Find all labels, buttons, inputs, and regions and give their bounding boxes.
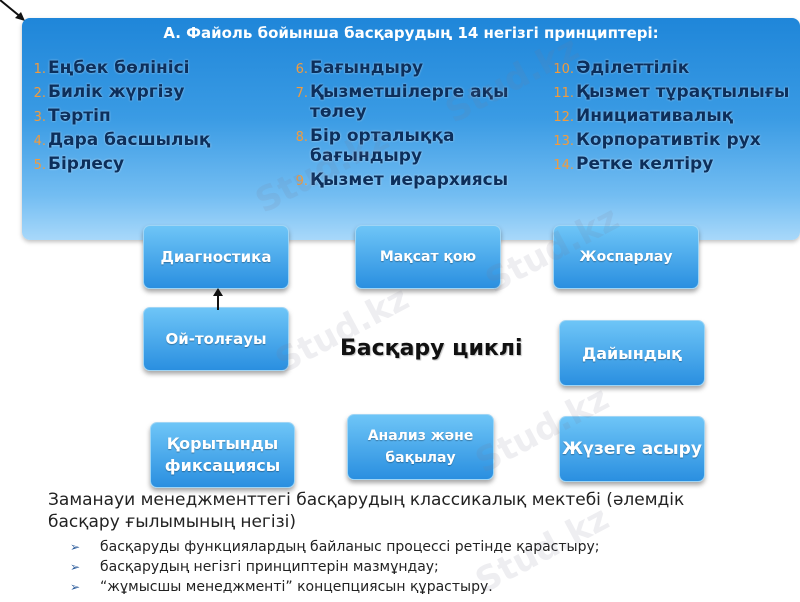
principle-item: 7. Қызметшілерге ақы төлеу: [284, 82, 554, 122]
principle-text: Инициативалық: [576, 106, 734, 126]
principle-text: Ретке келтіру: [576, 154, 714, 174]
principle-text: Қызмет иерархиясы: [310, 170, 509, 190]
principle-item: 8. Бір орталыққа бағындыру: [284, 126, 554, 166]
watermark: Stud.kz: [269, 278, 416, 382]
cycle-step-implementation: Жүзеге асыру: [559, 416, 705, 482]
cycle-step-planning: Жоспарлау: [553, 225, 699, 289]
principle-text: Корпоративтік рух: [576, 130, 761, 150]
principle-text: Бір орталыққа бағындыру: [310, 126, 455, 166]
corner-arrow-icon: [0, 0, 25, 21]
principle-number: 14.: [553, 158, 574, 173]
arrow-up-icon: [213, 288, 223, 310]
principle-item: 11. Қызмет тұрақтылығы: [550, 82, 800, 102]
cycle-step-fixation: Қорытынды фиксациясы: [150, 422, 295, 488]
cycle-step-preparation: Дайындық: [559, 320, 705, 386]
principle-text: Дара басшылық: [48, 130, 211, 150]
principles-column-1: 1. Еңбек бөлінісі 2. Билік жүргізу 3. Тә…: [22, 58, 282, 178]
list-item: ➢ “жұмысшы менеджменті” концепциясын құр…: [70, 577, 599, 597]
principle-item: 3. Тәртіп: [22, 106, 282, 126]
principle-number: 2.: [33, 86, 46, 101]
principle-item: 14. Ретке келтіру: [550, 154, 800, 174]
principle-text: Қызметшілерге ақы төлеу: [310, 82, 509, 122]
principle-text: Еңбек бөлінісі: [48, 58, 190, 78]
principle-number: 4.: [33, 134, 46, 149]
principles-column-2: 6. Бағындыру 7. Қызметшілерге ақы төлеу …: [284, 58, 554, 194]
principle-text: Билік жүргізу: [48, 82, 185, 102]
panel-title: A. Файоль бойынша басқарудың 14 негізгі …: [163, 24, 659, 42]
cycle-label: Басқару циклі: [340, 336, 523, 361]
principles-panel: A. Файоль бойынша басқарудың 14 негізгі …: [22, 18, 800, 240]
principles-column-3: 10. Әділеттілік 11. Қызмет тұрақтылығы 1…: [550, 58, 800, 178]
principle-number: 6.: [295, 62, 308, 77]
cycle-step-analysis: Анализ және бақылау: [347, 414, 494, 480]
principle-item: 13. Корпоративтік рух: [550, 130, 800, 150]
bullet-arrow-icon: ➢: [70, 560, 81, 574]
principle-number: 13.: [553, 134, 574, 149]
bullet-text: басқарудың негізгі принциптерін мазмұнда…: [100, 559, 439, 575]
principle-text: Бағындыру: [310, 58, 424, 78]
principle-number: 5.: [33, 158, 46, 173]
bottom-heading: Заманауи менеджменттегі басқарудың класс…: [48, 490, 685, 532]
bullet-text: “жұмысшы менеджменті” концепциясын құрас…: [100, 579, 493, 595]
bullet-list: ➢ басқаруды функциялардың байланыс проце…: [70, 537, 599, 597]
cycle-step-diagnostics: Диагностика: [143, 225, 289, 289]
principle-text: Тәртіп: [48, 106, 111, 126]
principle-item: 10. Әділеттілік: [550, 58, 800, 78]
principle-item: 6. Бағындыру: [284, 58, 554, 78]
principle-number: 10.: [553, 62, 574, 77]
cycle-step-goal: Мақсат қою: [355, 225, 501, 289]
principle-number: 7.: [295, 86, 308, 101]
principle-text: Қызмет тұрақтылығы: [576, 82, 790, 102]
list-item: ➢ басқарудың негізгі принциптерін мазмұн…: [70, 557, 599, 577]
principle-item: 4. Дара басшылық: [22, 130, 282, 150]
bullet-arrow-icon: ➢: [70, 540, 81, 554]
principle-number: 11.: [553, 86, 574, 101]
bullet-text: басқаруды функциялардың байланыс процесс…: [100, 539, 600, 555]
principle-number: 9.: [295, 174, 308, 189]
principle-number: 12.: [553, 110, 574, 125]
principle-number: 8.: [295, 130, 308, 145]
principle-item: 12. Инициативалық: [550, 106, 800, 126]
list-item: ➢ басқаруды функциялардың байланыс проце…: [70, 537, 599, 557]
bullet-arrow-icon: ➢: [70, 580, 81, 594]
principle-item: 9. Қызмет иерархиясы: [284, 170, 554, 190]
principle-item: 1. Еңбек бөлінісі: [22, 58, 282, 78]
cycle-step-reflection: Ой-толғауы: [143, 307, 289, 371]
principle-item: 2. Билік жүргізу: [22, 82, 282, 102]
principle-text: Әділеттілік: [576, 58, 690, 78]
principle-text: Бірлесу: [48, 154, 125, 174]
principle-item: 5. Бірлесу: [22, 154, 282, 174]
principle-number: 3.: [33, 110, 46, 125]
principle-number: 1.: [33, 62, 46, 77]
